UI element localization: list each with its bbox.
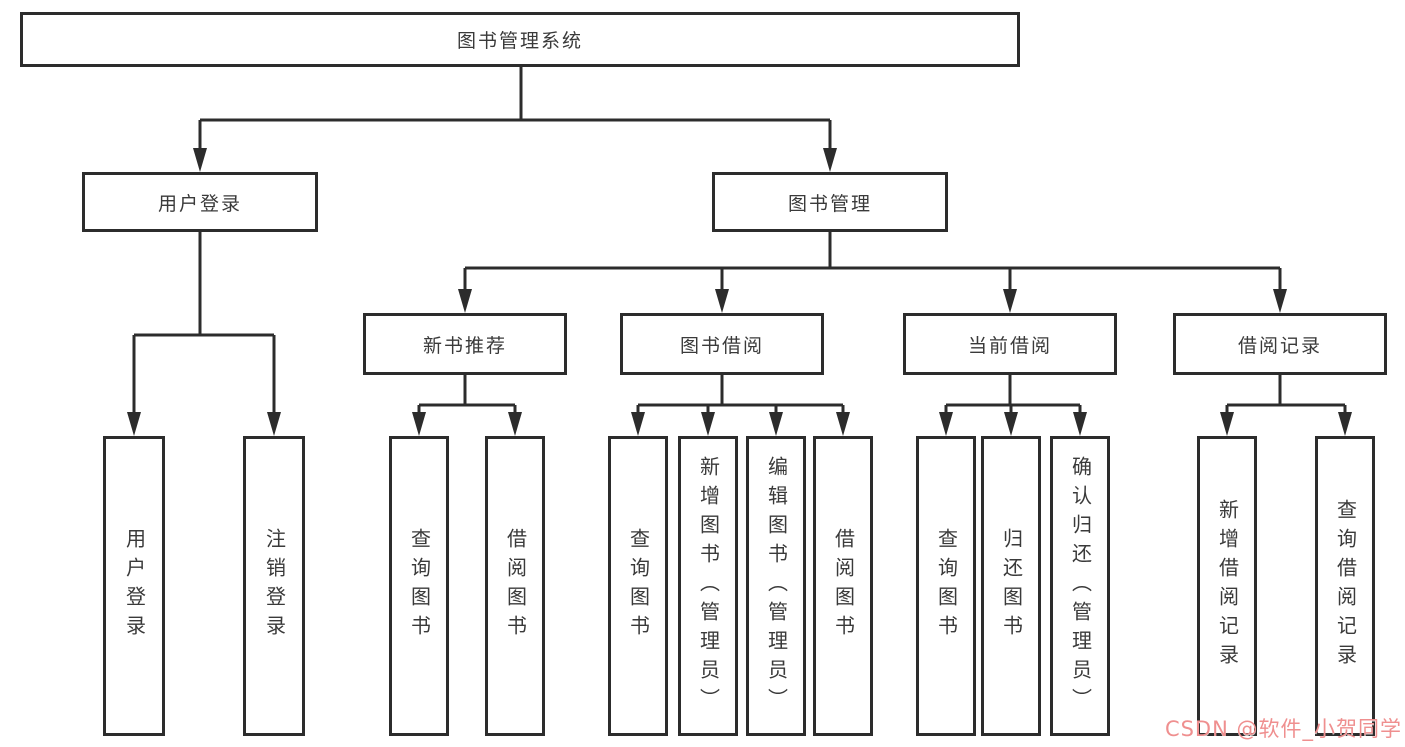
- leaf-query-borrow-record-label: 查询借阅记录: [1333, 499, 1358, 673]
- leaf-query-books-current: 查询图书: [916, 436, 976, 736]
- node-user-login: 用户登录: [82, 172, 318, 232]
- leaf-add-books-admin: 新增图书（管理员）: [678, 436, 738, 736]
- leaf-add-books-admin-label: 新增图书（管理员）: [696, 455, 721, 717]
- leaf-edit-books-admin: 编辑图书（管理员）: [746, 436, 806, 736]
- leaf-query-books-recommend: 查询图书: [389, 436, 449, 736]
- leaf-confirm-return-admin: 确认归还（管理员）: [1050, 436, 1110, 736]
- csdn-watermark: CSDN @软件_小贺同学: [1164, 717, 1402, 741]
- node-book-management: 图书管理: [712, 172, 948, 232]
- leaf-confirm-return-admin-label: 确认归还（管理员）: [1068, 455, 1093, 717]
- node-new-book-recommendation: 新书推荐: [363, 313, 567, 375]
- leaf-user-login: 用户登录: [103, 436, 165, 736]
- leaf-query-borrow-record: 查询借阅记录: [1315, 436, 1375, 736]
- leaf-query-books-current-label: 查询图书: [934, 528, 959, 644]
- leaf-return-books: 归还图书: [981, 436, 1041, 736]
- node-borrowing-records: 借阅记录: [1173, 313, 1387, 375]
- leaf-query-books-borrow-label: 查询图书: [626, 528, 651, 644]
- leaf-borrow-books-recommend-label: 借阅图书: [503, 528, 528, 644]
- node-book-borrowing: 图书借阅: [620, 313, 824, 375]
- leaf-logout-label: 注销登录: [262, 528, 287, 644]
- leaf-add-borrow-record: 新增借阅记录: [1197, 436, 1257, 736]
- leaf-query-books-borrow: 查询图书: [608, 436, 668, 736]
- leaf-query-books-recommend-label: 查询图书: [407, 528, 432, 644]
- leaf-borrow-books-label: 借阅图书: [831, 528, 856, 644]
- leaf-borrow-books-recommend: 借阅图书: [485, 436, 545, 736]
- leaf-return-books-label: 归还图书: [999, 528, 1024, 644]
- leaf-logout: 注销登录: [243, 436, 305, 736]
- leaf-add-borrow-record-label: 新增借阅记录: [1215, 499, 1240, 673]
- leaf-borrow-books: 借阅图书: [813, 436, 873, 736]
- leaf-user-login-label: 用户登录: [122, 528, 147, 644]
- node-current-borrowing: 当前借阅: [903, 313, 1117, 375]
- node-library-management-system: 图书管理系统: [20, 12, 1020, 67]
- leaf-edit-books-admin-label: 编辑图书（管理员）: [764, 455, 789, 717]
